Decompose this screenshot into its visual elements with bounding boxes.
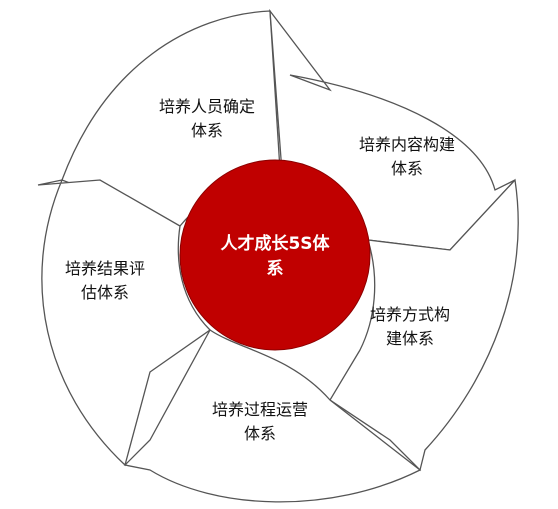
segment-label-bottom: 培养过程运营 体系 (185, 398, 335, 446)
segment-label-left-line2: 估体系 (80, 283, 129, 302)
center-circle (179, 159, 371, 351)
segment-label-left-line1: 培养结果评 (64, 259, 145, 278)
segment-label-right-upper: 培养内容构建 体系 (332, 133, 482, 181)
segment-label-bottom-line1: 培养过程运营 (211, 400, 308, 419)
center-label: 人才成长5S体 系 (185, 232, 365, 282)
segment-label-right-lower: 培养方式构 建体系 (345, 303, 475, 351)
center-label-line1: 人才成长5S体 (220, 234, 330, 254)
segment-right-lower-shape (329, 178, 519, 472)
segment-label-top-line2: 体系 (190, 121, 223, 140)
segment-label-top: 培养人员确定 体系 (132, 95, 282, 143)
segment-label-left: 培养结果评 估体系 (40, 257, 170, 305)
segment-label-right-lower-line2: 建体系 (385, 329, 434, 348)
segment-left-shape (37, 179, 212, 467)
segment-bottom-shape (123, 329, 422, 503)
segment-label-bottom-line2: 体系 (243, 424, 276, 443)
center-label-line2: 系 (266, 259, 284, 279)
segment-label-right-upper-line2: 体系 (390, 159, 423, 178)
segment-label-right-upper-line1: 培养内容构建 (358, 135, 455, 154)
segment-label-top-line1: 培养人员确定 (158, 97, 255, 116)
segment-label-right-lower-line1: 培养方式构 (369, 305, 450, 324)
